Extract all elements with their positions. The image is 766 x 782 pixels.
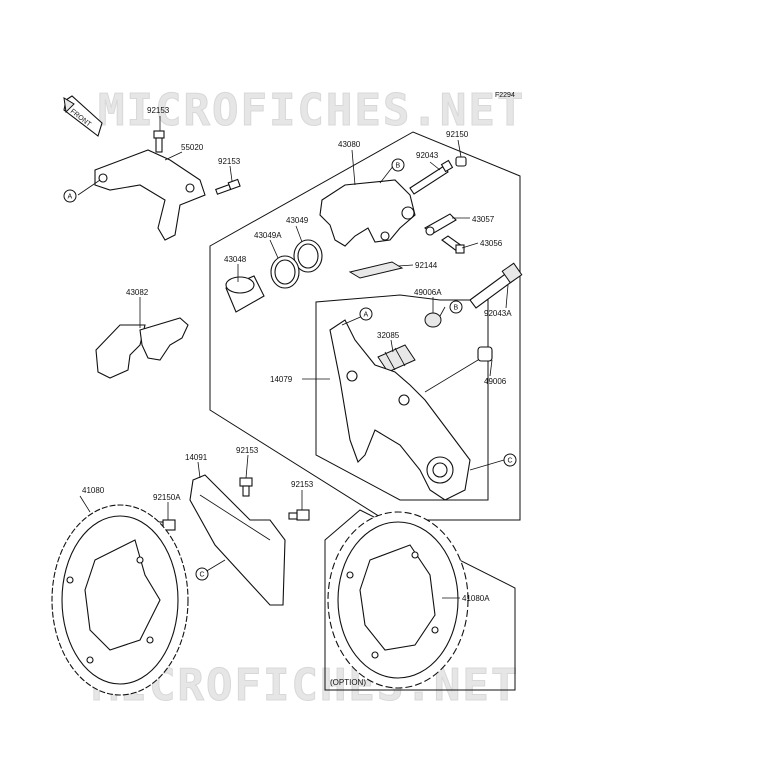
boot-49006a bbox=[424, 312, 442, 328]
disc-guard-14091 bbox=[189, 474, 286, 606]
caliper-group-frame bbox=[209, 131, 521, 521]
label-92043: 92043 bbox=[416, 151, 439, 160]
label-92153-c2: 92153 bbox=[291, 480, 314, 489]
label-92150a: 92150A bbox=[153, 493, 181, 502]
watermark-top: MICROFICHES.NET bbox=[98, 85, 525, 136]
label-92153-c1: 92153 bbox=[236, 446, 259, 455]
label-55020: 55020 bbox=[181, 143, 204, 152]
caliper-body-43080 bbox=[319, 179, 416, 247]
svg-text:C: C bbox=[200, 572, 205, 579]
label-49006a: 49006A bbox=[414, 288, 442, 297]
diagram-id: F2294 bbox=[495, 92, 515, 99]
front-arrow-icon: FRONT bbox=[63, 95, 103, 137]
bleeder-43056 bbox=[441, 235, 465, 254]
label-92144: 92144 bbox=[415, 261, 438, 270]
brake-disc-41080 bbox=[51, 504, 189, 696]
bracket-group-frame bbox=[315, 294, 489, 501]
svg-text:A: A bbox=[68, 194, 73, 201]
svg-text:B: B bbox=[454, 305, 459, 312]
piston-43048 bbox=[225, 275, 265, 313]
boot-49006 bbox=[424, 346, 493, 393]
callout-a-left: A bbox=[63, 189, 77, 203]
label-14091: 14091 bbox=[185, 453, 208, 462]
callout-c-bracket: C bbox=[503, 453, 517, 467]
spring-92144 bbox=[348, 261, 404, 279]
label-41080: 41080 bbox=[82, 486, 105, 495]
brake-disc-41080a bbox=[327, 511, 469, 689]
bolt-92153-c1 bbox=[239, 477, 253, 497]
brake-pads-43082 bbox=[95, 317, 189, 379]
label-43056: 43056 bbox=[480, 239, 503, 248]
callout-b-boot: B bbox=[449, 300, 463, 314]
label-14079: 14079 bbox=[270, 375, 293, 384]
callout-a-bracket: A bbox=[359, 307, 373, 321]
label-92153-top: 92153 bbox=[147, 106, 170, 115]
label-43049: 43049 bbox=[286, 216, 309, 225]
label-43080: 43080 bbox=[338, 140, 361, 149]
option-frame bbox=[324, 509, 516, 691]
callout-c-guard: C bbox=[195, 567, 209, 581]
bolt-92153-c2 bbox=[288, 509, 310, 521]
label-92153-mid: 92153 bbox=[218, 157, 241, 166]
label-43082: 43082 bbox=[126, 288, 149, 297]
svg-text:A: A bbox=[364, 312, 369, 319]
caliper-bracket-14079 bbox=[329, 319, 471, 501]
pin-92043 bbox=[409, 159, 454, 195]
bolt-92153-top bbox=[153, 130, 165, 153]
bleeder-cap-43057 bbox=[424, 213, 457, 236]
label-41080a: 41080A bbox=[462, 594, 490, 603]
cap-92150 bbox=[455, 156, 467, 167]
label-92150: 92150 bbox=[446, 130, 469, 139]
label-43048: 43048 bbox=[224, 255, 247, 264]
svg-text:C: C bbox=[508, 458, 513, 465]
svg-text:B: B bbox=[396, 163, 401, 170]
label-43057: 43057 bbox=[472, 215, 495, 224]
bolt-92153-mid bbox=[215, 178, 241, 195]
pad-spring-32085 bbox=[377, 344, 416, 373]
label-92043a: 92043A bbox=[484, 309, 512, 318]
callout-b-caliper: B bbox=[391, 158, 405, 172]
label-32085: 32085 bbox=[377, 331, 400, 340]
option-label: (OPTION) bbox=[330, 678, 366, 687]
bracket-55020 bbox=[94, 149, 206, 241]
label-49006: 49006 bbox=[484, 377, 507, 386]
label-43049a: 43049A bbox=[254, 231, 282, 240]
pin-92043a bbox=[469, 262, 523, 309]
